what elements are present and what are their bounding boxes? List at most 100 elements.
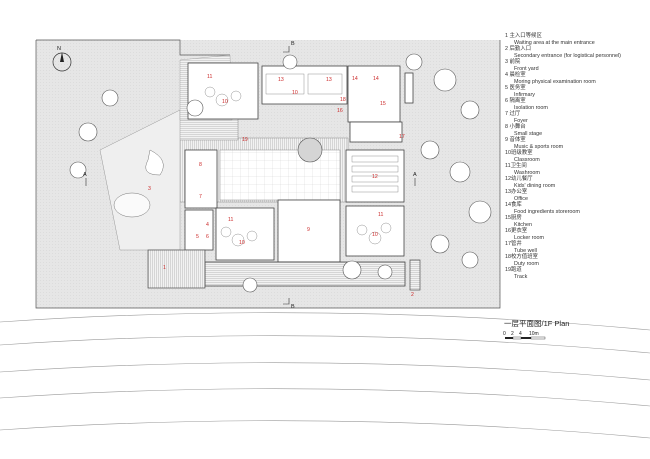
room-label: 4 (206, 222, 209, 228)
section-mark-a-right: A (413, 172, 417, 178)
north-arrow: N (52, 46, 72, 72)
site-walls (35, 39, 501, 309)
legend-item-en: Kitchen (514, 221, 532, 228)
room-label: 2 (411, 292, 414, 298)
legend-item-en: Foyer (514, 117, 528, 124)
room-label: 13 (278, 77, 284, 83)
room-label: 18 (340, 97, 346, 103)
legend-item-en: Infirmary (514, 91, 535, 98)
room-label: 17 (399, 134, 405, 140)
legend-item-en: Locker room (514, 234, 544, 241)
plan-title: 一层平面图/1F Plan (504, 319, 570, 328)
legend-item-zh: 12幼儿餐厅 (505, 176, 533, 182)
legend-item-zh: 14食库 (505, 202, 522, 208)
legend-item-zh: 11卫生间 (505, 163, 527, 169)
legend-item-en: Front yard (514, 65, 539, 72)
legend-item-zh: 5 医务室 (505, 85, 526, 91)
room-label: 19 (242, 137, 248, 143)
room-label: 3 (148, 186, 151, 192)
legend-item-zh: 1 主入口等候区 (505, 33, 542, 39)
furniture (204, 73, 399, 247)
room-label: 11 (228, 217, 233, 223)
room-label: 10 (372, 232, 378, 238)
room-label: 6 (206, 234, 209, 240)
room-label: 10 (292, 90, 298, 96)
legend-item-en: Classroom (514, 156, 540, 163)
room-label: 10 (222, 99, 228, 105)
section-mark-b-bottom: B (291, 304, 295, 310)
room-label: 10 (239, 240, 245, 246)
legend-item-en: Track (514, 273, 528, 280)
legend-item-en: Small stage (514, 130, 543, 137)
north-label: N (57, 46, 61, 52)
legend-item-en: Kids' dining room (514, 182, 556, 189)
legend-item-en: Moring physical examination room (514, 78, 596, 85)
legend-item-en: Waiting area at the main entrance (514, 39, 595, 46)
legend-item-zh: 9 音体室 (505, 137, 526, 143)
legend-item-zh: 10班级教室 (505, 150, 533, 156)
legend-item-zh: 17管井 (505, 241, 522, 247)
scale-label: 2 (511, 331, 514, 337)
section-mark-b-top: B (291, 41, 295, 47)
legend-item-en: Tube well (514, 247, 537, 254)
legend-item-zh: 16更衣室 (505, 228, 528, 234)
room-label: 15 (380, 101, 386, 107)
road-lines (0, 312, 650, 439)
legend-item-en: Duty room (514, 260, 539, 267)
room-label: 11 (378, 212, 383, 218)
scale-label: 4 (519, 331, 522, 337)
scale-label: 0 (503, 331, 506, 337)
room-label: 8 (199, 162, 202, 168)
room-label: 14 (373, 76, 379, 82)
legend-item-zh: 4 晨检室 (505, 72, 526, 78)
legend-item-zh: 19跑道 (505, 267, 522, 273)
legend-item-zh: 13办公室 (505, 189, 528, 195)
scale-label: 10m (529, 331, 539, 337)
room-label: 11 (207, 74, 212, 80)
legend-item-zh: 3 前院 (505, 59, 521, 65)
legend-item-zh: 6 隔离室 (505, 98, 526, 104)
legend-item-zh: 18校方值班室 (505, 254, 538, 260)
south-buildings (184, 149, 406, 287)
legend-item-zh: 7 过厅 (505, 111, 521, 117)
section-mark-a-left: A (83, 172, 87, 178)
room-labels: 1 2 3 4 5 6 7 8 9 10 10 10 10 11 11 11 1… (148, 74, 414, 298)
legend-item-zh: 8 小舞台 (505, 124, 526, 130)
room-label: 14 (352, 76, 358, 82)
room-label: 12 (372, 174, 378, 180)
scale-bar (505, 336, 546, 340)
legend-item-en: Office (514, 195, 528, 202)
legend-item-en: Secondary entrance (for logistical perso… (514, 52, 621, 59)
legend-item-zh: 15厨房 (505, 215, 522, 221)
legend-item-en: Isolation room (514, 104, 548, 111)
room-label: 13 (326, 77, 332, 83)
legend-item-en: Music & sports room (514, 143, 564, 150)
section-markers: B B A A (83, 41, 417, 310)
legend-item-en: Food ingredients storeroom (514, 208, 580, 215)
legend-item-zh: 2 后勤入口 (505, 46, 532, 52)
trees (69, 53, 492, 293)
room-label: 9 (307, 227, 310, 233)
room-label: 5 (196, 234, 199, 240)
legend-item-en: Washroom (514, 169, 540, 176)
